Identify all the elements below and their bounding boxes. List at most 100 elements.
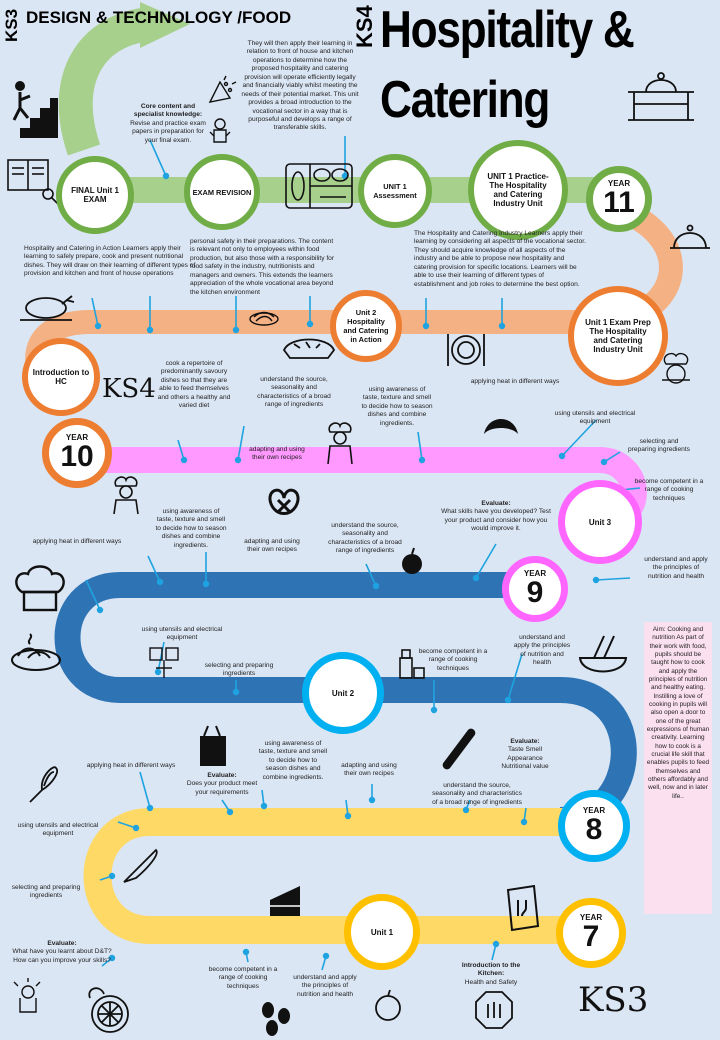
connector-dot — [94, 322, 102, 330]
roast-chicken-icon — [20, 295, 75, 321]
connector-dot — [154, 668, 162, 676]
connector-dot — [472, 574, 480, 582]
chef-hat-icon — [15, 565, 65, 612]
connector-dot — [202, 580, 210, 588]
y7-intro-heading: Introduction to the Kitchen: — [461, 962, 521, 978]
yellow-road — [83, 808, 580, 944]
year-number: 11 — [603, 186, 635, 219]
y9-adapting: adapting and using their own recipes — [244, 538, 300, 554]
connector-dot — [180, 456, 188, 464]
y10-understand-source: understand the source, seasonality and c… — [257, 376, 331, 409]
y9-heat: applying heat in different ways — [32, 538, 122, 545]
baguette-icon — [442, 728, 476, 770]
connector-line — [85, 579, 101, 611]
spaghetti-icon — [249, 311, 279, 326]
connector-line — [417, 431, 423, 461]
y8-evaluate2-body: Taste Smell Appearance Nutritional value — [501, 746, 549, 771]
connector-line — [561, 419, 597, 457]
y9-understand-source: understand the source, seasonality and c… — [328, 522, 402, 555]
chef-hat-icon — [662, 352, 690, 384]
connector-dot — [162, 172, 170, 180]
apple-icon — [402, 547, 422, 574]
chef-character-icon — [113, 476, 139, 515]
connector-dot — [422, 322, 430, 330]
noodle-bowl-icon — [578, 635, 628, 673]
connector-dot — [520, 818, 528, 826]
y8-evaluate-body: Does your product meet your requirements — [186, 780, 258, 796]
connector-dot — [156, 578, 164, 586]
menu-card-icon — [506, 884, 540, 932]
y10-utensils: using utensils and electrical equipment — [554, 410, 636, 426]
y9-competent: become competent in a range of cooking t… — [418, 648, 488, 672]
connector-line — [139, 771, 151, 809]
lemon-icon — [88, 987, 129, 1033]
year-label: YEAR — [523, 569, 547, 578]
personal-safety-paragraph: personal safety in their preparations. T… — [190, 238, 335, 296]
y9-nutrition-right: understand and apply the principles of n… — [513, 634, 571, 667]
plate-cutlery-icon — [447, 334, 485, 366]
circle-unit1: Unit 1 — [344, 894, 420, 970]
y8-heat: applying heat in different ways — [86, 762, 176, 769]
connector-dot — [232, 688, 240, 696]
y9-evaluate-heading: Evaluate: — [481, 500, 511, 507]
apple-icon — [375, 989, 401, 1021]
serving-cloche-icon — [628, 72, 694, 121]
circle-final-exam: FINAL Unit 1 EXAM — [56, 156, 134, 234]
y8-evaluate-heading: Evaluate: — [207, 772, 237, 779]
y7-evaluate-body: What have you learnt about D&T? How can … — [12, 948, 112, 964]
circle-unit2-action: Unit 2 Hospitality and Catering in Actio… — [330, 290, 402, 362]
connector-dot — [108, 954, 116, 962]
connector-dot — [146, 804, 154, 812]
stop-hand-icon — [475, 991, 513, 1029]
connector-dot — [242, 948, 250, 956]
connector-dot — [558, 452, 566, 460]
green-arrow-curve — [58, 7, 153, 156]
circle-unit3: Unit 3 — [558, 480, 642, 564]
connector-line — [157, 641, 165, 673]
coffee-beans-icon — [262, 1002, 290, 1036]
year-label: YEAR — [582, 806, 606, 815]
y9-evaluate-body: What skills have you developed? Test you… — [441, 508, 551, 533]
y10-selecting: selecting and preparing ingredients — [628, 438, 690, 454]
connector-line — [149, 139, 167, 177]
ks4-handwritten-label: KS4 — [102, 374, 156, 404]
chef-stove-icon — [209, 118, 231, 143]
y8-taste-texture: using awareness of taste, texture and sm… — [258, 740, 328, 781]
y8-evaluate2-heading: Evaluate: — [510, 738, 540, 745]
connector-line — [475, 543, 497, 579]
soy-bottle-icon — [399, 649, 425, 679]
connector-dot — [430, 706, 438, 714]
connector-line — [91, 297, 99, 327]
connector-dot — [368, 796, 376, 804]
hc-action-paragraph: Hospitality and Catering in Action Learn… — [24, 245, 196, 278]
connector-dot — [146, 326, 154, 334]
page-title-line1: Hospitality & — [380, 1, 635, 59]
connector-dot — [600, 458, 608, 466]
connector-dot — [234, 456, 242, 464]
page-title-line2: Catering — [380, 71, 550, 129]
connector-dot — [306, 320, 314, 328]
ks3-side-label: KS3 — [2, 8, 21, 42]
year-number: 10 — [60, 440, 94, 473]
year-number: 9 — [526, 576, 544, 609]
whisk-icon — [29, 766, 58, 803]
serving-cloche-icon — [670, 224, 710, 249]
pretzel-icon — [268, 488, 300, 515]
y10-competent: become competent in a range of cooking t… — [634, 478, 704, 502]
circle-intro-hc: Introduction to HC — [22, 338, 100, 416]
year-number: 8 — [585, 813, 603, 846]
page-subtitle: DESIGN & TECHNOLOGY /FOOD — [26, 8, 292, 27]
connector-dot — [592, 576, 600, 584]
y10-cook-repertoire: cook a repertoire of predominantly savou… — [157, 360, 231, 410]
fish-tray-icon — [285, 163, 353, 209]
blue-road — [54, 572, 637, 833]
y7-evaluate-heading: Evaluate: — [47, 940, 77, 947]
cook-book-icon — [7, 159, 59, 205]
